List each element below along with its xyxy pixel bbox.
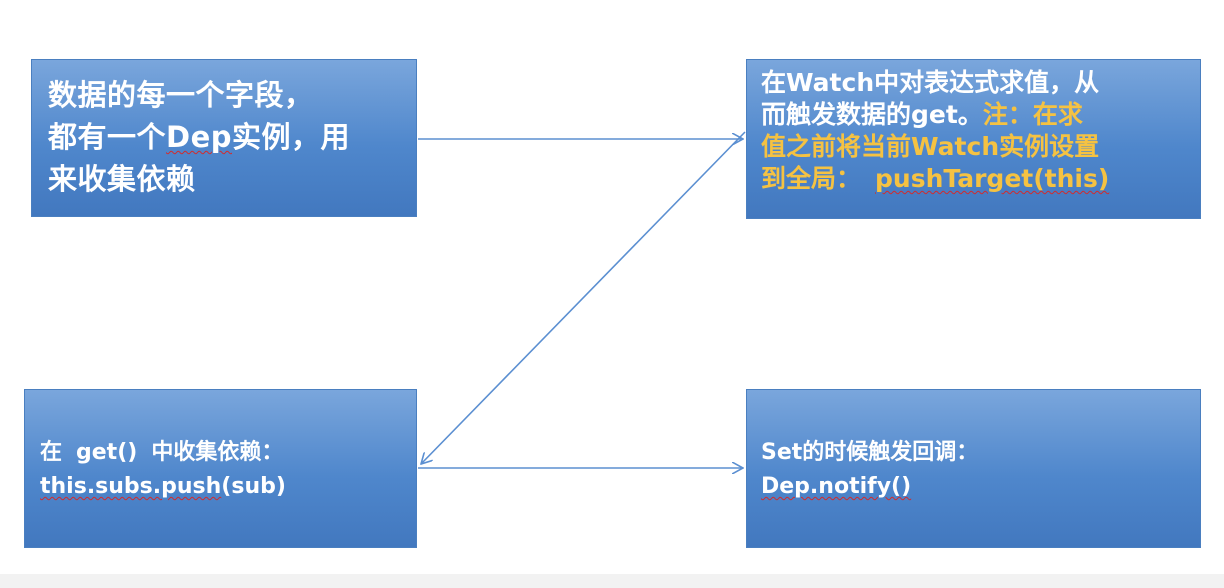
field-dep-box: 数据的每一个字段， 都有一个Dep实例，用 来收集依赖 — [31, 59, 417, 217]
field-dep-line-2: 都有一个Dep实例，用 — [48, 116, 402, 158]
watch-get-line-4-prefix: 到全局： — [761, 164, 862, 193]
get-collect-text: 在 get() 中收集依赖： this.subs.push(sub) — [40, 436, 406, 504]
field-dep-line-2-suffix: 实例，用 — [232, 120, 351, 154]
arrow-watch-to-get — [421, 131, 746, 464]
get-collect-suffix: 中收集依赖： — [151, 440, 284, 465]
set-notify-text: Set的时候触发回调： Dep.notify() — [761, 436, 1190, 504]
get-collect-prefix: 在 — [40, 440, 63, 465]
subs-push-code: this.subs.push — [40, 474, 222, 499]
watch-get-line-2: 而触发数据的get。注：在求 — [761, 99, 1190, 131]
watch-get-note-label: 注：在求 — [982, 100, 1083, 129]
field-dep-text: 数据的每一个字段， 都有一个Dep实例，用 来收集依赖 — [48, 74, 402, 200]
set-notify-line-1: Set的时候触发回调： — [761, 440, 979, 465]
watch-get-line-2-plain: 而触发数据的get。 — [761, 100, 983, 129]
watch-get-text: 在Watch中对表达式求值，从 而触发数据的get。注：在求 值之前将当前Wat… — [761, 67, 1190, 195]
get-method-code: get() — [76, 440, 138, 465]
get-collect-line-1: 在 get() 中收集依赖： — [40, 436, 406, 470]
watch-get-line-4: 到全局： pushTarget(this) — [761, 163, 1190, 195]
get-collect-line-2: this.subs.push(sub) — [40, 470, 406, 504]
field-dep-line-1: 数据的每一个字段， — [48, 78, 314, 112]
field-dep-line-2-prefix: 都有一个 — [48, 120, 167, 154]
dep-term: Dep — [166, 120, 233, 154]
watch-get-box: 在Watch中对表达式求值，从 而触发数据的get。注：在求 值之前将当前Wat… — [746, 59, 1201, 219]
dep-notify-code: Dep.notify() — [761, 474, 912, 499]
field-dep-line-3: 来收集依赖 — [48, 162, 196, 196]
push-target-code: pushTarget(this) — [875, 164, 1110, 193]
set-notify-box: Set的时候触发回调： Dep.notify() — [746, 389, 1201, 548]
watch-get-line-3: 值之前将当前Watch实例设置 — [761, 132, 1100, 161]
watch-get-line-1: 在Watch中对表达式求值，从 — [761, 68, 1100, 97]
bottom-strip — [0, 574, 1224, 588]
subs-push-arg: (sub) — [221, 474, 286, 499]
get-collect-box: 在 get() 中收集依赖： this.subs.push(sub) — [24, 389, 417, 548]
